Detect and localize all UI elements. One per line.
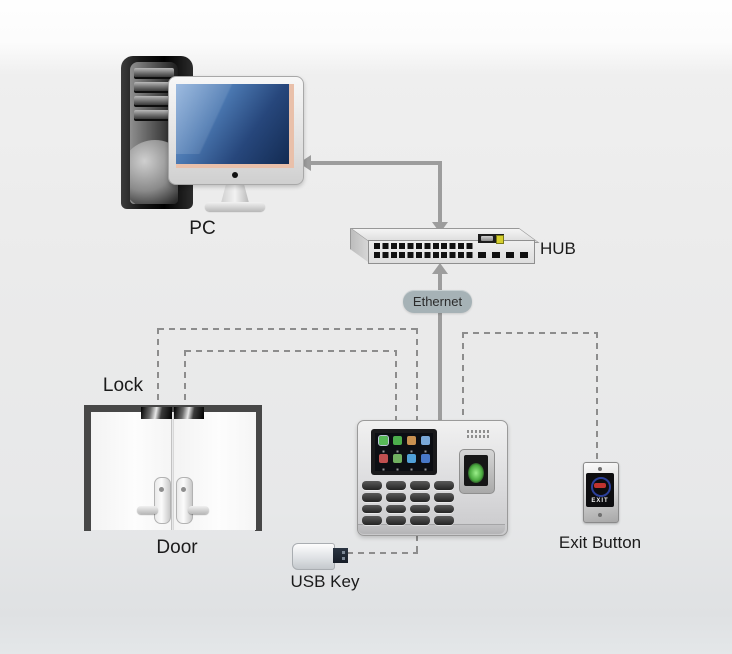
keypad-key — [410, 516, 430, 525]
hub-status-led — [496, 235, 504, 244]
usb-connector — [333, 548, 348, 563]
drive-bay-slot — [134, 110, 174, 119]
door-lock-left — [141, 407, 172, 419]
terminal-speaker-grille — [467, 430, 489, 433]
connector-hub-to-pc-horizontal — [311, 161, 442, 165]
dashed-lock-outer-down-to-terminal — [416, 328, 418, 421]
exit-button-label: Exit Button — [558, 533, 642, 552]
door-lock-right — [174, 407, 204, 419]
ethernet-badge: Ethernet — [403, 290, 472, 313]
usb-connector-hole — [342, 551, 345, 554]
screen-calendar-icon — [392, 454, 402, 463]
drive-bay-slot — [134, 96, 174, 105]
pc-tower-front — [130, 62, 178, 204]
exit-sensor-red-label — [594, 483, 606, 488]
dashed-lock-outer-down-to-door — [157, 328, 159, 406]
arrowhead-into-hub-top — [432, 222, 448, 233]
fingerprint-glow — [468, 463, 484, 483]
door-label: Door — [156, 537, 198, 558]
door-frame-top — [84, 405, 262, 412]
exit-sensor-ring — [591, 477, 611, 497]
door-handle-keyhole-left — [159, 487, 164, 492]
keypad-key — [386, 492, 406, 502]
keypad-key — [386, 481, 406, 490]
pc-label: PC — [189, 218, 216, 239]
keypad-key — [434, 516, 454, 525]
door-handle-plate-left — [154, 477, 171, 524]
door-frame-right — [255, 405, 262, 531]
dashed-usb-horizontal — [347, 552, 418, 554]
terminal-screen — [375, 433, 433, 471]
keypad-key — [386, 516, 406, 525]
dashed-lock-inner-down-to-terminal — [395, 350, 397, 421]
screen-data-icon — [406, 454, 416, 463]
screen-user-icon — [377, 435, 389, 446]
dashed-lock-outer-horizontal — [158, 328, 418, 330]
lock-label: Lock — [102, 375, 144, 396]
terminal-bottom-band — [358, 524, 505, 534]
monitor-power-dot — [232, 172, 238, 178]
screen-folder-icon — [406, 436, 416, 445]
hub-label: HUB — [540, 239, 576, 258]
dashed-lock-inner-horizontal — [185, 350, 397, 352]
dashed-exit-horizontal — [462, 332, 598, 334]
fingerprint-sensor-window — [464, 455, 488, 486]
connector-hub-to-pc-vertical — [438, 163, 442, 223]
ethernet-badge-label: Ethernet — [412, 294, 463, 309]
door-lever-left — [137, 506, 158, 514]
door-lever-right — [188, 506, 209, 514]
monitor-stand-neck — [221, 184, 249, 203]
door-frame-left — [84, 405, 91, 531]
hub-ports-row-bottom — [374, 252, 474, 258]
keypad-key — [434, 492, 454, 502]
exit-plate-screw-bottom — [598, 513, 602, 517]
terminal-speaker-grille — [467, 435, 489, 438]
dashed-usb-vertical — [416, 535, 418, 553]
door-handle-plate-right — [176, 477, 193, 524]
usb-connector-hole — [342, 557, 345, 560]
keypad-key — [434, 481, 454, 490]
terminal-keypad — [362, 481, 454, 525]
keypad-key — [362, 504, 382, 514]
arrowhead-into-hub-bottom — [432, 263, 448, 274]
keypad-key — [410, 492, 430, 502]
dashed-lock-inner-down-to-door — [184, 350, 186, 406]
screen-network-icon — [420, 454, 430, 463]
exit-plate-screw-top — [598, 467, 602, 471]
keypad-key — [362, 492, 382, 502]
keypad-key — [410, 481, 430, 490]
hub-console-connector — [481, 236, 493, 241]
exit-face-text: EXIT — [591, 498, 609, 504]
screen-pen-icon — [378, 454, 388, 463]
hub-uplink-ports — [478, 252, 532, 258]
keypad-key — [386, 504, 406, 514]
screen-users-icon — [392, 436, 402, 445]
hub-ports-row-top — [374, 243, 474, 249]
connector-terminal-to-hub — [438, 274, 442, 421]
monitor-stand-base — [205, 202, 265, 211]
dashed-exit-down-to-terminal — [462, 332, 464, 421]
dashed-exit-down-to-button — [596, 332, 598, 462]
monitor-screen — [176, 84, 294, 168]
usb-key-illustration — [292, 543, 335, 570]
keypad-key — [362, 516, 382, 525]
drive-bay-slot — [134, 82, 174, 91]
screen-document-icon — [420, 436, 430, 445]
keypad-key — [362, 481, 382, 490]
keypad-key — [410, 504, 430, 514]
door-handle-keyhole-right — [181, 487, 186, 492]
keypad-key — [434, 504, 454, 514]
drive-bay-slot — [134, 68, 174, 77]
usb-key-label: USB Key — [290, 572, 360, 591]
monitor-screen-glass — [176, 84, 289, 164]
